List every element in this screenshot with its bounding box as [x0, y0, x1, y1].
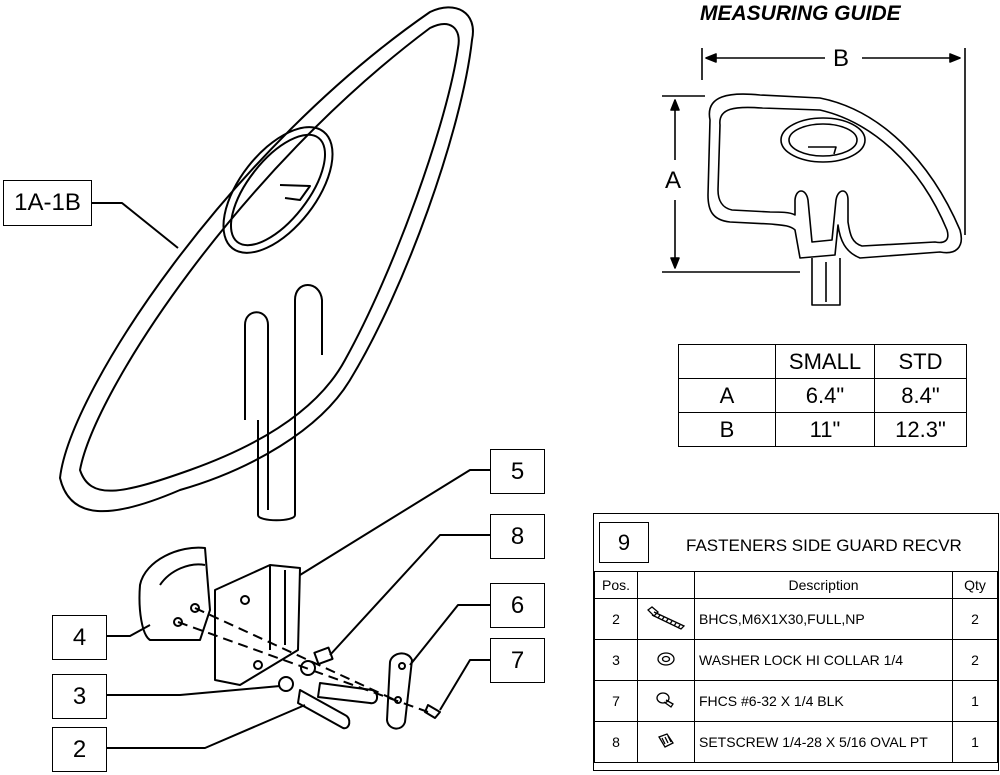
- washer-1: [278, 676, 294, 692]
- guide-shape-outer: [707, 93, 962, 259]
- part-description: FHCS #6-32 X 1/4 BLK: [694, 680, 953, 722]
- size-header-small: SMALL: [775, 344, 875, 379]
- leader-7: [439, 659, 490, 711]
- size-row-label: B: [678, 412, 776, 447]
- leader-6: [409, 604, 490, 666]
- bolt-long: [297, 689, 351, 730]
- side-guard-post: [257, 410, 296, 522]
- callout-2: 2: [52, 727, 107, 772]
- part-description: BHCS,M6X1X30,FULL,NP: [694, 598, 953, 640]
- callout-5: 5: [490, 449, 545, 494]
- size-table: SMALL STD A 6.4" 8.4" B 11" 12.3": [678, 344, 967, 447]
- bolt-icon: [647, 605, 686, 630]
- callout-1a-1b: 1A-1B: [3, 180, 92, 226]
- size-table-row: B 11" 12.3": [678, 412, 967, 447]
- dimension-a-label: A: [665, 167, 682, 194]
- table-row: 8 SETSCREW 1/4-28 X 5/16 OVAL PT 1: [594, 721, 998, 763]
- callout-3: 3: [52, 674, 107, 719]
- leader-3: [107, 685, 281, 696]
- col-description-header: Description: [694, 571, 953, 599]
- side-guard-inner-outline: [79, 23, 460, 492]
- size-header-std: STD: [874, 344, 967, 379]
- screw: [424, 704, 441, 719]
- dimension-b-label: B: [829, 45, 854, 73]
- guide-oval-cutout: [780, 117, 866, 163]
- callout-4: 4: [52, 615, 107, 660]
- leader-8: [329, 534, 490, 656]
- size-row-label: A: [678, 378, 776, 413]
- screw-icon: [656, 691, 674, 708]
- parts-list-number: 9: [599, 522, 649, 563]
- col-qty-header: Qty: [952, 571, 998, 599]
- guide-post: [811, 258, 841, 306]
- part-pos: 3: [594, 639, 638, 681]
- leader-5: [299, 469, 490, 576]
- table-row: 2 BHCS,M6X1X30,FULL,NP 2: [594, 598, 998, 640]
- table-row: 3 WASHER LOCK HI COLLAR 1/4 2: [594, 639, 998, 681]
- washer-2: [300, 660, 316, 676]
- parts-list-title: FASTENERS SIDE GUARD RECVR: [686, 536, 962, 555]
- part-pos: 8: [594, 721, 638, 763]
- part-description: SETSCREW 1/4-28 X 5/16 OVAL PT: [694, 721, 953, 763]
- callout-6: 6: [490, 583, 545, 628]
- size-row-std: 12.3": [874, 412, 967, 447]
- part-qty: 2: [952, 639, 998, 681]
- part-qty: 2: [952, 598, 998, 640]
- size-row-small: 11": [775, 412, 875, 447]
- col-pos-header: Pos.: [594, 571, 638, 599]
- clamp-left-half: [138, 546, 211, 641]
- parts-table-header: Pos. Description Qty: [594, 571, 998, 599]
- size-header-blank: [678, 344, 776, 379]
- part-description: WASHER LOCK HI COLLAR 1/4: [694, 639, 953, 681]
- part-pos: 2: [594, 598, 638, 640]
- side-guard-slot: [244, 311, 269, 420]
- washer-icon: [657, 651, 675, 666]
- size-table-header: SMALL STD: [678, 344, 967, 379]
- leader-4: [107, 624, 151, 637]
- side-guard-oval-cutout: [222, 126, 334, 254]
- table-row: 7 FHCS #6-32 X 1/4 BLK 1: [594, 680, 998, 722]
- guide-shape-inner: [717, 106, 949, 247]
- side-guard-outline: [59, 6, 474, 513]
- parts-list: 9 FASTENERS SIDE GUARD RECVR Pos. Descri…: [593, 513, 999, 771]
- size-table-row: A 6.4" 8.4": [678, 378, 967, 413]
- col-icon-header: [637, 571, 695, 599]
- plate: [386, 652, 413, 730]
- size-row-std: 8.4": [874, 378, 967, 413]
- part-qty: 1: [952, 721, 998, 763]
- callout-8: 8: [490, 514, 545, 559]
- leader-1ab: [92, 202, 179, 249]
- part-qty: 1: [952, 680, 998, 722]
- leader-2: [107, 704, 306, 749]
- setscrew-icon: [658, 732, 674, 748]
- parts-table: Pos. Description Qty 2 BHCS,M6X1X30,FULL…: [594, 571, 998, 763]
- callout-7: 7: [490, 638, 545, 683]
- measuring-guide-title: MEASURING GUIDE: [700, 2, 901, 25]
- size-row-small: 6.4": [775, 378, 875, 413]
- part-pos: 7: [594, 680, 638, 722]
